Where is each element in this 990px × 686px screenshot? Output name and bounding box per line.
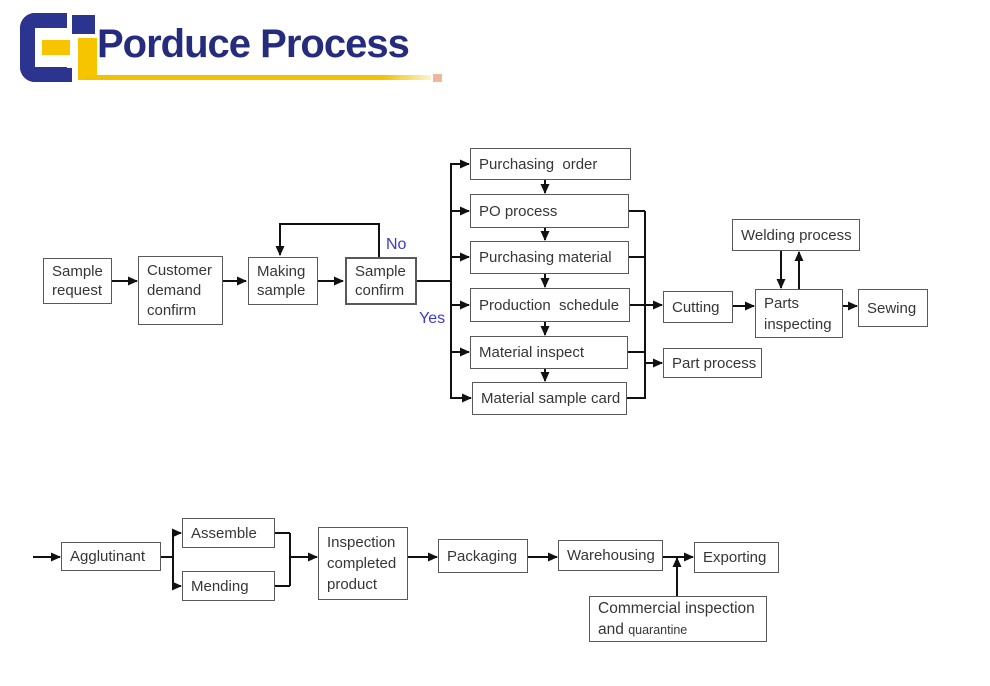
node-material-sample-card: Material sample card — [472, 382, 627, 415]
node-material-inspect: Material inspect — [470, 336, 628, 369]
node-cutting: Cutting — [663, 291, 733, 323]
logo-crossbar — [42, 40, 70, 55]
node-purchasing-order: Purchasing order — [470, 148, 631, 180]
decision-label-no: No — [386, 236, 407, 253]
node-production-schedule: Production schedule — [470, 288, 630, 322]
node-purchasing-material: Purchasing material — [470, 241, 629, 274]
node-warehousing: Warehousing — [558, 540, 663, 571]
logo-i-stem — [78, 38, 97, 80]
page-title: Porduce Process — [97, 22, 410, 66]
logo-g-chin — [50, 68, 72, 82]
node-packaging: Packaging — [438, 539, 528, 573]
logo-i-dot — [72, 15, 95, 34]
node-po-process: PO process — [470, 194, 629, 228]
node-inspection-completed-product: Inspection completed product — [318, 527, 408, 600]
node-assemble: Assemble — [182, 518, 275, 548]
node-welding-process: Welding process — [732, 219, 860, 251]
commercial-inspection-label: Commercial inspection and quarantine — [598, 599, 755, 638]
node-sample-confirm: Sample confirm — [345, 257, 417, 305]
node-exporting: Exporting — [694, 542, 779, 573]
node-sewing: Sewing — [858, 289, 928, 327]
node-customer-demand-confirm: Customer demand confirm — [138, 256, 223, 325]
node-commercial-inspection-quarantine: Commercial inspection and quarantine — [589, 596, 767, 642]
decision-label-yes: Yes — [419, 310, 446, 327]
node-mending: Mending — [182, 571, 275, 601]
node-parts-inspecting: Parts inspecting — [755, 289, 843, 338]
node-part-process: Part process — [663, 348, 762, 378]
node-making-sample: Making sample — [248, 257, 318, 305]
node-agglutinant: Agglutinant — [61, 542, 161, 571]
underline-end-accent — [433, 74, 442, 82]
title-underline — [85, 75, 431, 80]
node-sample-request: Sample request — [43, 258, 112, 304]
